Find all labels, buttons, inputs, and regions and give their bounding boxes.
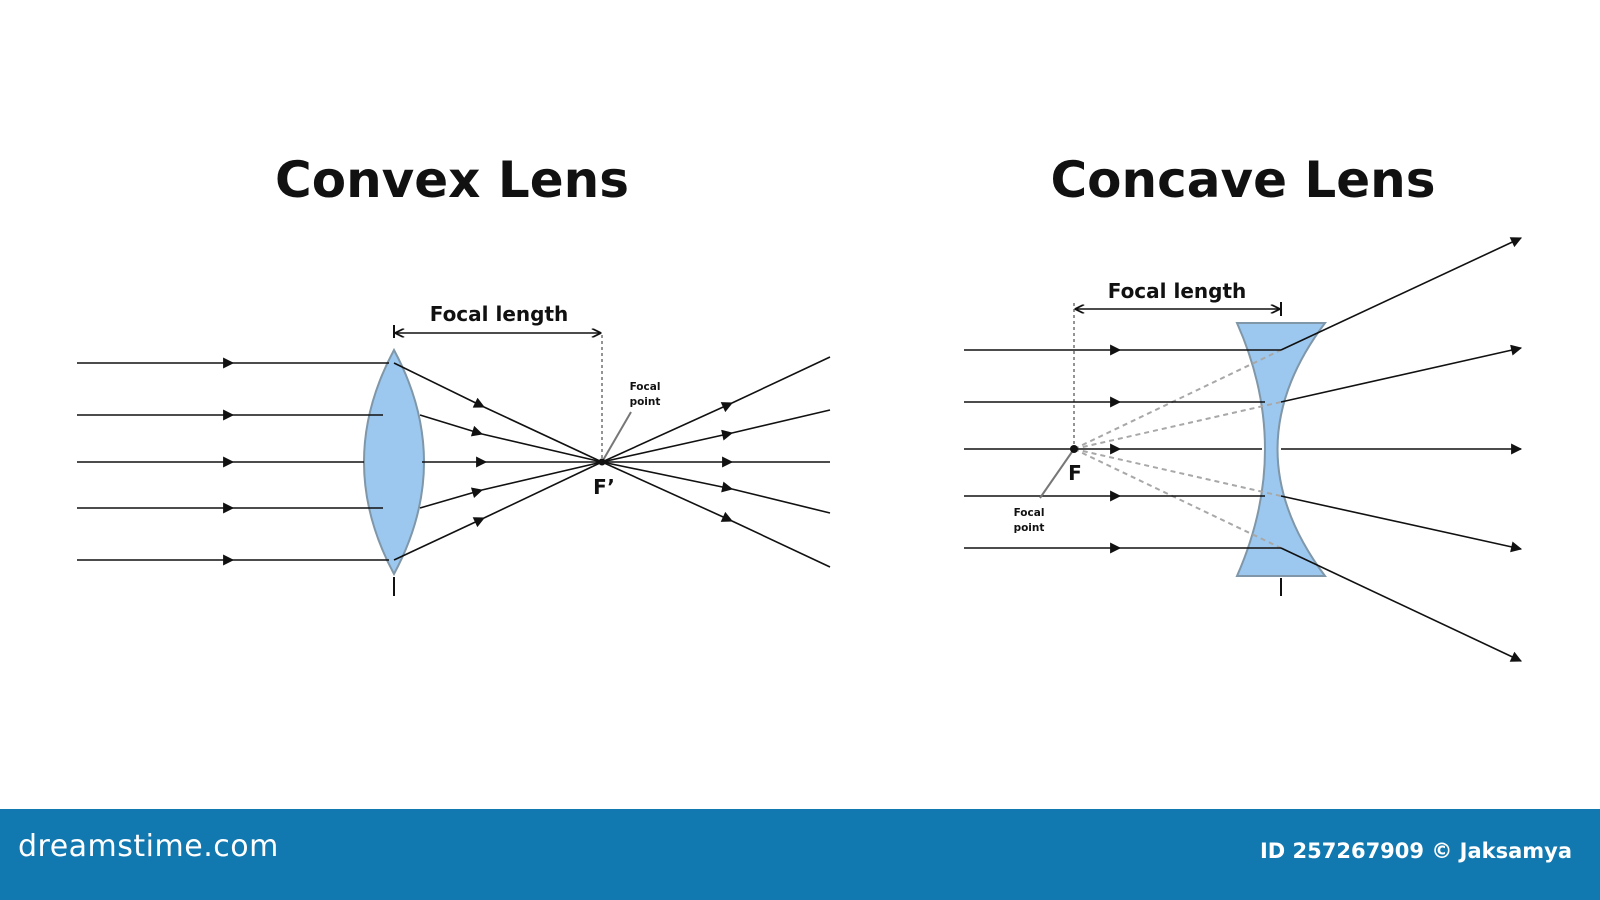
concave-diverging-ray	[1280, 547, 1522, 662]
convex-refracted-ray	[483, 406, 603, 463]
concave-diverging-ray	[1280, 237, 1522, 351]
concave-lens-shape	[1235, 322, 1328, 577]
concave-focus-label: F	[1068, 461, 1082, 485]
concave-diverging-ray	[1280, 495, 1523, 553]
concave-focal-point-dot	[1070, 445, 1078, 453]
convex-focus-label: F’	[593, 475, 615, 499]
concave-focal-point-label-line1: Focal	[1014, 507, 1045, 519]
concave-lens-diagram: Concave Lens Focal length	[964, 151, 1523, 662]
convex-refracted-ray	[483, 461, 603, 519]
convex-focal-length-label: Focal length	[430, 302, 569, 326]
convex-focal-point-label-line1: Focal	[630, 381, 661, 393]
image-credit: ID 257267909 © Jaksamya	[1259, 839, 1572, 863]
footer-bar: dreamstime.com ID 257267909 © Jaksamya	[0, 809, 1600, 900]
convex-diverging-ray	[731, 356, 831, 404]
convex-refracted-ray-arrow	[419, 487, 484, 509]
convex-refracted-ray-arrow	[393, 517, 485, 561]
convex-lens-shape	[363, 347, 425, 577]
convex-refracted-ray	[481, 433, 603, 463]
concave-virtual-ray	[1073, 448, 1282, 497]
concave-virtual-ray	[1073, 448, 1282, 549]
convex-focal-point-dot	[598, 458, 606, 466]
convex-diverging-ray	[731, 409, 831, 434]
convex-diverging-ray-arrow	[601, 429, 734, 463]
concave-virtual-ray	[1073, 349, 1282, 450]
concave-focal-point-leader	[1039, 448, 1075, 499]
convex-diverging-ray-arrow	[601, 461, 734, 493]
convex-focal-point-leader	[601, 411, 632, 463]
concave-focal-point-label-line2: point	[1014, 522, 1045, 534]
convex-focal-point-label-line2: point	[630, 396, 661, 408]
brand-logo[interactable]: dreamstime.com	[18, 829, 279, 864]
lens-diagram: Convex Lens Focal length	[77, 151, 1523, 662]
concave-virtual-ray	[1073, 401, 1282, 450]
convex-title: Convex Lens	[275, 151, 629, 209]
concave-focal-length-label: Focal length	[1108, 279, 1247, 303]
convex-diverging-ray-arrow	[601, 461, 734, 522]
convex-diverging-ray	[731, 520, 831, 568]
convex-refracted-ray	[481, 461, 603, 491]
convex-refracted-ray-arrow	[393, 362, 485, 408]
convex-diverging-ray	[731, 488, 831, 514]
convex-lens-diagram: Convex Lens Focal length	[77, 151, 831, 596]
concave-diverging-ray	[1280, 344, 1523, 403]
convex-refracted-ray-arrow	[419, 414, 484, 437]
convex-diverging-ray-arrow	[601, 402, 734, 463]
concave-title: Concave Lens	[1050, 151, 1435, 209]
